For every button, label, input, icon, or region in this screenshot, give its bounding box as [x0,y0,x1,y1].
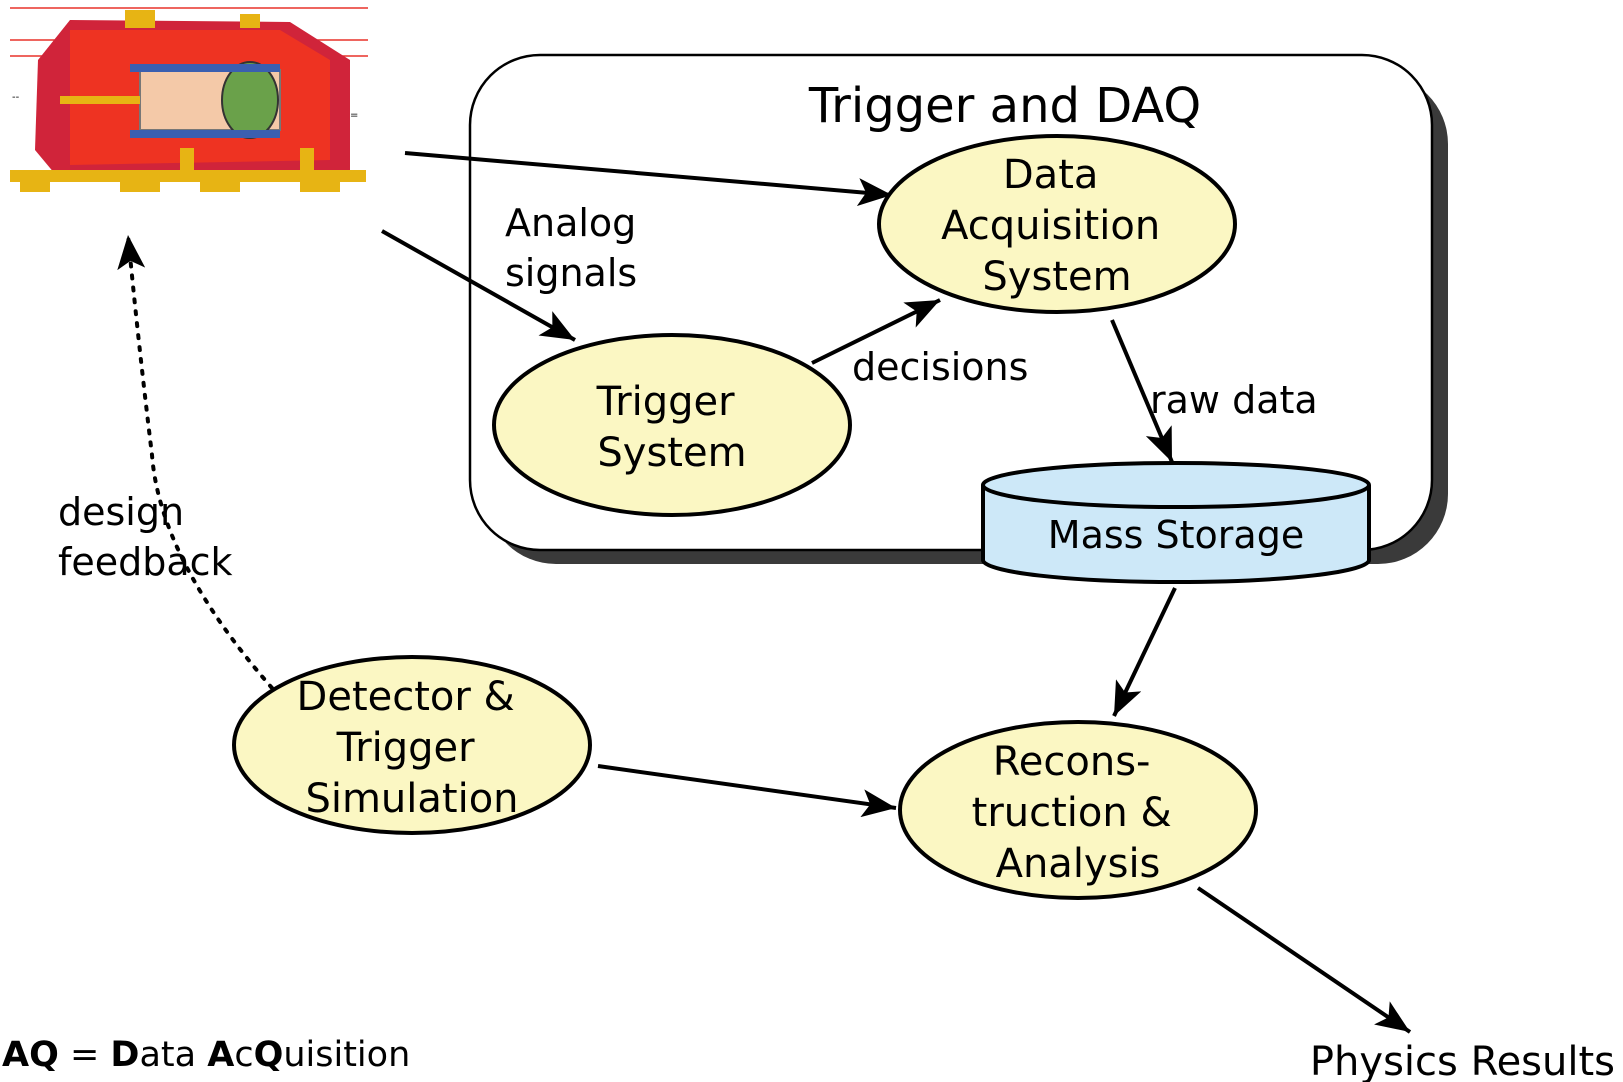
footnote-part-3: ata [139,1035,207,1075]
svg-text:-‑: -‑ [12,92,20,103]
svg-text:Trigger System: Trigger System [596,379,748,476]
footnote-part-1: = [59,1035,111,1075]
node-mass-storage: Mass Storage [981,461,1371,584]
node-reco: Recons- truction & Analysis [898,720,1258,900]
edge-label-feedback: design feedback [58,490,233,584]
reco-line-2: truction & [972,790,1172,836]
footnote-part-6: Q [254,1035,284,1075]
simulation-line-3: Simulation [305,776,518,822]
analog-line-2: signals [505,251,637,295]
footnote-part-5: c [234,1035,253,1075]
detector-endcap [221,61,279,139]
group-title: Trigger and DAQ [808,78,1201,134]
trigger-line-1: Trigger [596,379,736,425]
edge-trigger-to-daq [811,298,941,365]
reco-line-1: Recons- [993,739,1151,785]
edge-label-analog: Analog signals [505,201,648,295]
storage-label: Mass Storage [1048,513,1304,557]
edge-label-raw-data: raw data [1150,378,1318,422]
daq-line-1: Data [1003,152,1099,198]
physics-results-label: Physics Results [1310,1039,1615,1082]
node-simulation: Detector & Trigger Simulation [232,655,592,835]
footnote-part-7: uisition [283,1035,410,1075]
feedback-line-1: design [58,490,184,534]
svg-text:=: = [350,110,358,121]
edge-detector-to-trigger [381,229,576,342]
edge-storage-to-reco [1112,587,1177,717]
edge-reco-to-results [1196,886,1412,1034]
svg-text:Detector & Trigger: Detector & Trigger Simulation [297,674,528,822]
svg-text:Data Acquisition S: Data Acquisition System [941,152,1173,300]
simulation-line-2: Trigger [336,725,476,771]
simulation-line-1: Detector & [297,674,515,720]
reco-line-3: Analysis [996,841,1161,887]
node-daq: Data Acquisition System [877,134,1237,314]
analog-line-1: Analog [505,201,636,245]
footnote: AQ = Data AcQuisition [2,1035,410,1075]
daq-line-2: Acquisition [941,203,1160,249]
svg-text:Recons- truction &: Recons- truction & Analysis [972,739,1185,887]
node-trigger: Trigger System [492,333,852,517]
edges [117,151,1412,1034]
feedback-line-2: feedback [58,540,233,584]
footnote-part-4: A [207,1035,234,1075]
edge-simulation-to-reco [597,764,897,818]
footnote-part-0: AQ [2,1035,59,1075]
edge-feedback-dotted [117,233,274,690]
daq-line-3: System [982,254,1131,300]
detector-image: -‑ = [10,7,368,192]
edge-label-decisions: decisions [852,345,1028,389]
footnote-part-2: D [110,1035,139,1075]
trigger-line-2: System [597,430,746,476]
edge-daq-to-storage [1110,319,1174,463]
edge-detector-to-daq [404,151,893,207]
